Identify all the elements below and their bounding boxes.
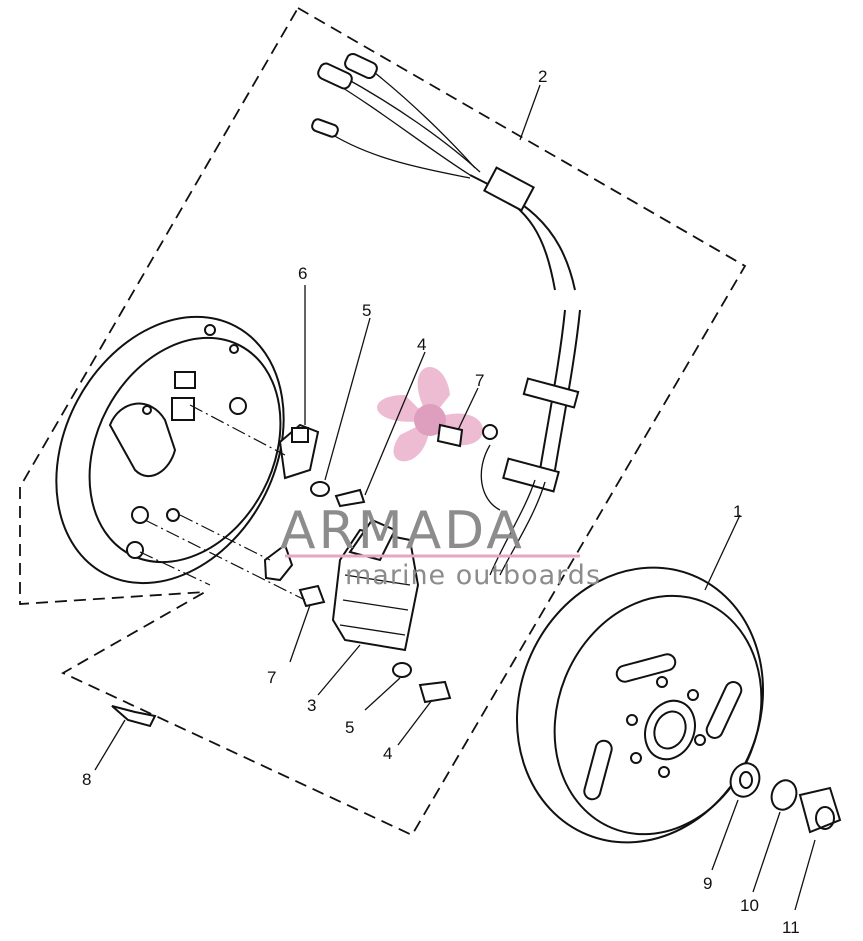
leader-9 [711, 799, 739, 871]
callout-8: 8 [82, 770, 91, 789]
leader-1 [704, 514, 741, 591]
callout-6: 6 [298, 264, 307, 283]
callout-7-top: 7 [475, 371, 484, 390]
stator-base-plate [55, 315, 285, 585]
screw-7-bottom [298, 584, 326, 608]
ignition-coil [331, 518, 420, 652]
leader-5-bottom [364, 677, 401, 711]
leader-10 [752, 811, 781, 893]
leader-4-bottom [397, 699, 433, 746]
leader-4-top [364, 351, 426, 496]
callout-4-top: 4 [417, 335, 426, 354]
leader-8 [94, 719, 126, 771]
callout-1: 1 [733, 502, 742, 521]
alignment-line-d [139, 551, 211, 586]
leader-3 [317, 644, 361, 696]
watermark-title: ARMADA [280, 501, 525, 561]
callout-5-bottom: 5 [345, 718, 354, 737]
screw-4-bottom [418, 680, 452, 704]
callout-2: 2 [538, 67, 547, 86]
alignment-line-c [144, 519, 306, 601]
washer-5-bottom [392, 662, 412, 678]
propeller-logo [377, 367, 483, 462]
callout-7-bottom: 7 [267, 668, 276, 687]
flywheel-nut [798, 786, 842, 834]
callout-4-bottom: 4 [383, 744, 392, 763]
flat-washer [729, 762, 761, 798]
washer-5-top [310, 481, 330, 497]
alignment-line-a [189, 404, 286, 456]
callout-9: 9 [703, 874, 712, 893]
leader-7-top [457, 387, 479, 431]
alignment-line-b [179, 514, 271, 561]
leader-2 [519, 84, 541, 141]
screw-7-top [436, 423, 464, 448]
lock-washer [770, 779, 798, 811]
callout-11: 11 [782, 918, 800, 937]
screw-4-top [334, 488, 366, 508]
callout-5-top: 5 [362, 301, 371, 320]
leader-11 [794, 839, 816, 911]
screw-8 [111, 705, 157, 728]
watermark-subtitle: marine outboards [345, 560, 601, 591]
leader-5-top [324, 317, 371, 481]
wire-harness [311, 52, 581, 576]
leader-7-bottom [289, 604, 311, 663]
assembly-boundary [19, 6, 747, 837]
pulser-bracket [278, 423, 320, 480]
callout-10: 10 [740, 896, 759, 915]
flywheel [515, 566, 765, 844]
lower-bracket [263, 543, 294, 582]
callout-3: 3 [307, 696, 316, 715]
